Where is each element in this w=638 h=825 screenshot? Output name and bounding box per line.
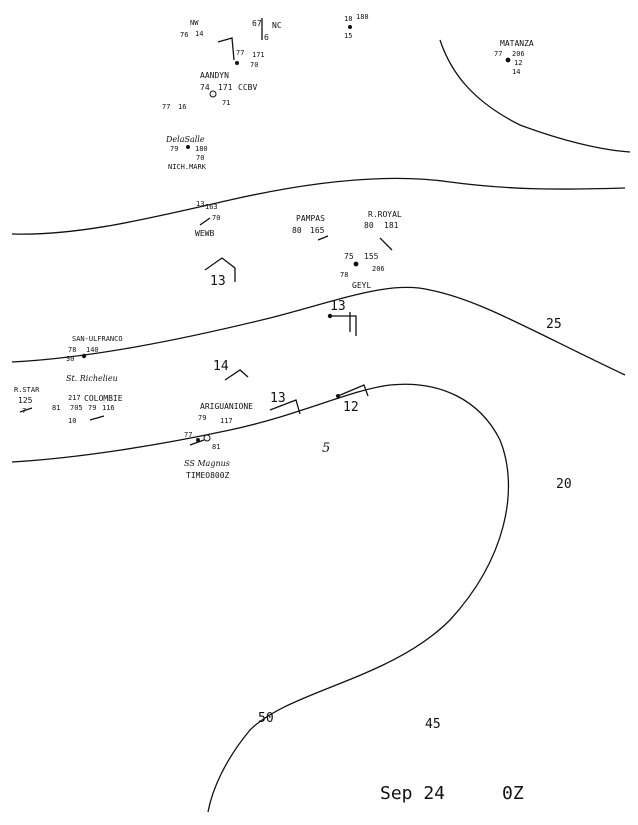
station-value: 30 xyxy=(66,355,75,363)
station-value: 163 xyxy=(205,203,218,211)
station-value: 705 xyxy=(70,404,83,412)
station-value: 77 xyxy=(494,50,503,58)
station-value: 15 xyxy=(344,32,353,40)
contour-label: 50 xyxy=(258,711,274,726)
isobar-lower xyxy=(11,383,510,813)
station-value: 78 xyxy=(68,346,77,354)
wind-barb xyxy=(224,369,249,381)
station-value: 7 xyxy=(22,407,27,415)
station-value: 77 xyxy=(236,49,245,57)
station-value: 206 xyxy=(372,265,385,273)
station-name: R.STAR xyxy=(14,386,40,394)
station-value: 6 xyxy=(264,33,269,42)
station-dot xyxy=(348,25,352,29)
station-name: DelaSalle xyxy=(166,135,205,144)
station-value: 70 xyxy=(196,154,205,162)
station-dot xyxy=(235,61,239,65)
station-name: R.ROYAL xyxy=(368,210,402,219)
station-value: 217 xyxy=(68,394,81,402)
isobar-middle xyxy=(11,286,626,376)
isobar-upper-right xyxy=(439,39,631,153)
station-value: 80 xyxy=(292,226,302,235)
chart-hour: 0Z xyxy=(502,783,524,804)
station-name: PAMPAS xyxy=(296,214,325,223)
station-name: AANDYN xyxy=(200,71,229,80)
station-value: 125 xyxy=(18,396,33,405)
contour-label: 14 xyxy=(213,359,229,374)
wind-barb xyxy=(330,315,357,336)
station-value: 117 xyxy=(220,417,233,425)
wind-barb xyxy=(337,384,369,397)
station-value: 77 xyxy=(184,431,193,439)
station-value: 16 xyxy=(178,103,187,111)
station-dot xyxy=(186,145,190,149)
station-dot xyxy=(505,57,511,63)
station-value: 171 xyxy=(218,83,233,92)
station-value: 75 xyxy=(344,252,354,261)
station-value: 79 xyxy=(198,414,207,422)
station-value: 116 xyxy=(102,404,115,412)
station-value: 70 xyxy=(250,61,259,69)
station-dot xyxy=(353,261,359,267)
station-value: 78 xyxy=(340,271,349,279)
station-dot xyxy=(196,438,200,442)
station-sub: NICH.MARK xyxy=(168,163,206,171)
wind-barb xyxy=(269,399,301,415)
station-dot xyxy=(81,353,87,359)
station-name: NW xyxy=(190,19,199,27)
station-value: 77 xyxy=(162,103,171,111)
station-name: SAN-ULFRANCO xyxy=(72,335,123,343)
contour-label: 13 xyxy=(270,391,286,406)
station-value: 14 xyxy=(512,68,521,76)
station-value: 206 xyxy=(512,50,525,58)
station-value: 67 xyxy=(252,19,262,28)
station-value: 165 xyxy=(310,226,325,235)
station-dot xyxy=(327,313,333,319)
station-value: 155 xyxy=(364,252,379,261)
station-value: 79 xyxy=(170,145,179,153)
station-value: 10 xyxy=(68,417,77,425)
station-name: SS Magnus xyxy=(184,459,230,468)
station-value: 81 xyxy=(212,443,221,451)
station-value: 180 xyxy=(195,145,208,153)
station-name: NC xyxy=(272,21,282,30)
contour-label: 45 xyxy=(425,717,441,732)
station-code: CCBV xyxy=(238,83,258,92)
station-code: TIMEO800Z xyxy=(186,471,230,480)
isobar-top xyxy=(11,177,626,235)
contour-label: 12 xyxy=(343,400,359,415)
station-name: GEYL xyxy=(352,281,372,290)
station-name: MATANZA xyxy=(500,39,534,48)
station-value: 71 xyxy=(222,99,231,107)
station-value: 70 xyxy=(212,214,221,222)
station-value: 140 xyxy=(86,346,99,354)
contour-label: 5 xyxy=(322,441,331,456)
station-value: 171 xyxy=(252,51,265,59)
contour-label: 13 xyxy=(210,274,226,289)
station-value: 188 xyxy=(356,13,369,21)
contour-label: 25 xyxy=(546,317,562,332)
wind-barb xyxy=(217,37,235,61)
station-value: 80 xyxy=(364,221,374,230)
station-value: 76 xyxy=(180,31,189,39)
contour-label: 20 xyxy=(556,477,572,492)
station-value: 74 xyxy=(200,83,210,92)
station-value: 14 xyxy=(195,30,204,38)
wind-barb xyxy=(204,257,236,282)
station-value: 12 xyxy=(514,59,523,67)
contour-label: 13 xyxy=(330,299,346,314)
station-name: COLOMBIE xyxy=(84,394,123,403)
station-name: St. Richelieu xyxy=(66,374,118,383)
station-name: WEWB xyxy=(195,229,215,238)
station-value: 18 xyxy=(344,15,353,23)
chart-date: Sep 24 xyxy=(380,783,446,804)
station-value: 79 xyxy=(88,404,97,412)
station-dot xyxy=(336,394,340,398)
station-value: 81 xyxy=(52,404,61,412)
station-name: ARIGUANIONE xyxy=(200,402,253,411)
station-value: 13 xyxy=(196,200,205,208)
station-value: 181 xyxy=(384,221,399,230)
